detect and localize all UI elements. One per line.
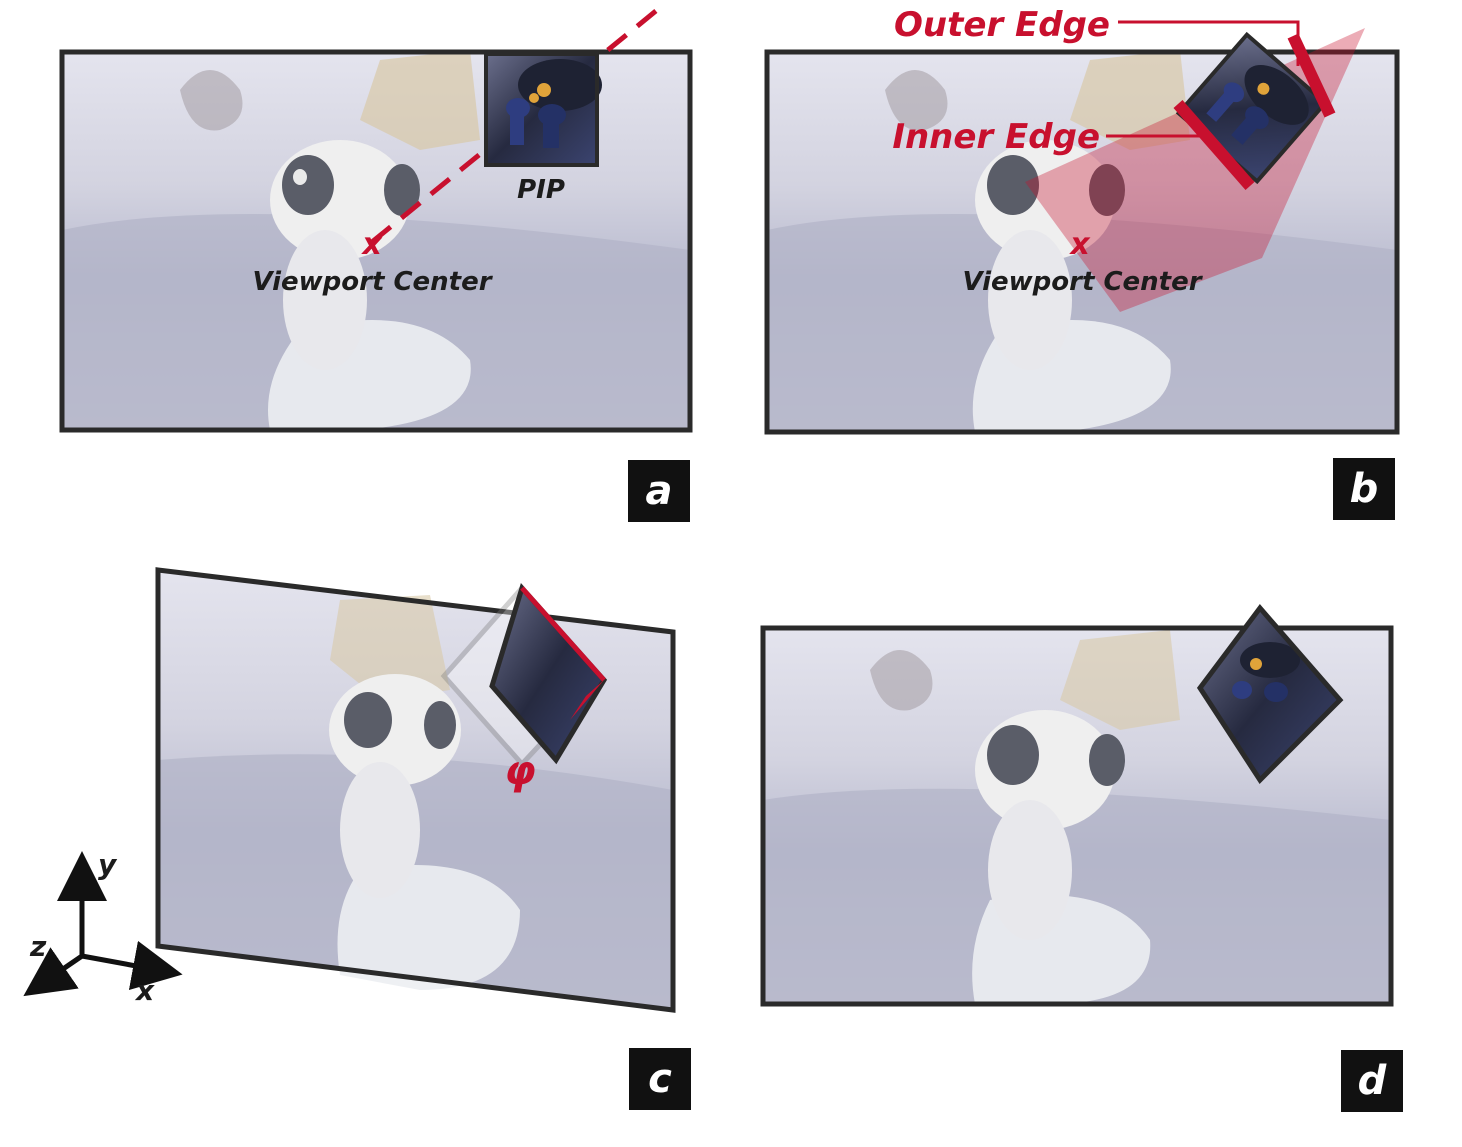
direction-line <box>370 4 664 244</box>
panel-b: Outer Edge Inner Edge x Viewport Center … <box>764 5 1400 520</box>
panel-badge-a-label: a <box>646 468 673 514</box>
viewport-frame <box>59 49 693 433</box>
y-axis-label: y <box>98 848 118 881</box>
panel-badge-d <box>1341 1050 1403 1112</box>
scene-image <box>158 570 673 1010</box>
outer-edge-leader <box>1118 20 1300 66</box>
z-axis-arrow <box>23 947 84 997</box>
center-marker: x <box>1068 227 1091 262</box>
panel-badge-a <box>628 460 690 522</box>
panel-d: d <box>760 604 1403 1112</box>
angle-label: φ <box>504 748 535 794</box>
z-axis-label: z <box>29 930 47 963</box>
panel-badge-d-label: d <box>1358 1058 1387 1104</box>
inner-edge-line <box>1173 100 1255 190</box>
character-figure <box>975 710 1125 940</box>
character-figure <box>329 674 461 898</box>
viewport-frame <box>155 567 676 1013</box>
viewport-center-label: Viewport Center <box>962 267 1203 297</box>
center-marker: x <box>360 227 383 262</box>
viewport-frame <box>764 49 1400 435</box>
pip-label: PIP <box>517 175 565 205</box>
panel-a: PIP x Viewport Center a <box>59 4 693 522</box>
inner-edge-label: Inner Edge <box>892 117 1100 157</box>
pip-window <box>1196 604 1344 784</box>
character-figure <box>270 140 420 370</box>
viewport-center-label: Viewport Center <box>252 267 493 297</box>
pip-window <box>484 52 602 167</box>
panel-badge-b-label: b <box>1350 466 1379 512</box>
viewport-frame <box>760 625 1394 1007</box>
panel-badge-c <box>629 1048 691 1110</box>
outer-edge-line <box>520 586 606 682</box>
x-axis-label: x <box>134 974 155 1007</box>
outer-edge-label: Outer Edge <box>894 5 1110 45</box>
panel-badge-b <box>1333 458 1395 520</box>
x-axis-arrow <box>81 940 183 991</box>
panel-c: φ y x z c <box>23 567 691 1110</box>
axes-indicator: y x z <box>23 848 183 1007</box>
character-figure <box>975 140 1125 370</box>
panel-badge-c-label: c <box>648 1056 672 1102</box>
